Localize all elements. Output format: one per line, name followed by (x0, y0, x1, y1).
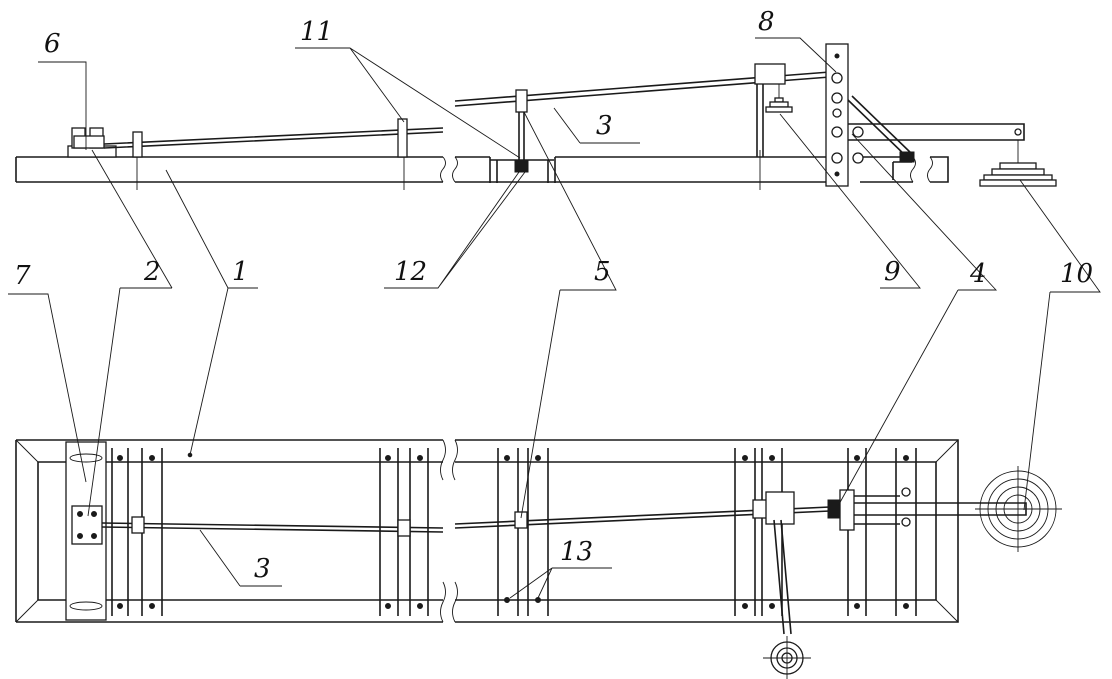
slider-post (756, 84, 764, 157)
frame-pulley (852, 126, 864, 138)
lever-pin (1014, 128, 1022, 136)
cross-member (847, 448, 917, 616)
rod-upper-left (103, 127, 444, 149)
clamp-bolt (77, 511, 83, 517)
angle-bracket (892, 161, 912, 180)
rod-clip (514, 511, 528, 529)
frame-pulley (831, 72, 843, 84)
pivot-rod (854, 495, 900, 525)
break-mark (452, 439, 458, 481)
rod-plan-left (101, 522, 444, 533)
break-mark (440, 156, 446, 183)
callout-6: 6 (44, 29, 61, 59)
callout-2: 2 (143, 257, 161, 287)
frame-pulley (831, 152, 843, 164)
break-mark (440, 439, 446, 481)
weight-plate (769, 101, 789, 108)
callout-12: 12 (394, 257, 427, 287)
callout-5: 5 (594, 257, 611, 287)
support-post-top (515, 89, 528, 113)
leader-lines (8, 37, 1101, 599)
frame-pulley (831, 126, 843, 138)
frame-pulley (852, 152, 864, 164)
center-cross (975, 466, 1062, 552)
side-arm (773, 519, 792, 635)
plate-hole (69, 453, 103, 463)
support-post (397, 118, 408, 158)
rod-clip (752, 499, 768, 519)
cross-member (734, 448, 783, 616)
callout-7: 7 (14, 261, 31, 291)
base-beam-left (15, 156, 443, 183)
callout-9: 9 (884, 257, 901, 287)
mounting-bolts (117, 452, 909, 609)
callout-11: 11 (300, 17, 333, 47)
callout-4: 4 (969, 259, 987, 289)
weight-stack (979, 179, 1057, 187)
support-post-shaft (518, 112, 525, 160)
lever-arm (848, 123, 1025, 141)
pivot-plate (839, 489, 855, 531)
pivot-block (827, 499, 841, 519)
break-mark (910, 156, 916, 183)
frame-corner (15, 439, 959, 623)
clamp-plate (71, 505, 103, 545)
frame-bolt (834, 171, 840, 177)
pivot-hole (901, 517, 911, 527)
callout-10: 10 (1060, 259, 1093, 289)
clamp-block (73, 135, 105, 149)
callout-3-bottom: 3 (254, 554, 271, 584)
frame-pulley (832, 108, 842, 118)
plate-hole (69, 601, 103, 611)
clamp-bolt (77, 533, 83, 539)
diagonal-brace (847, 95, 913, 159)
weight-stack (999, 162, 1037, 170)
break-mark (452, 581, 458, 623)
cross-member (497, 448, 549, 616)
callout-3-top: 3 (596, 111, 613, 141)
clamp-bolt (91, 533, 97, 539)
plan-view (15, 439, 1062, 679)
plan-frame-inner (37, 461, 937, 601)
frame-bolt (834, 53, 840, 59)
slider-block (754, 63, 786, 85)
break-mark (452, 156, 458, 183)
clamp-bolt (91, 511, 97, 517)
center-line (136, 150, 761, 190)
brace-foot (899, 151, 915, 163)
rod-clip (131, 516, 145, 534)
rod-clip (397, 519, 411, 537)
cross-member (111, 448, 163, 616)
support-post (132, 131, 143, 158)
callout-1: 1 (232, 257, 249, 287)
weight-stack (991, 168, 1045, 176)
callout-13: 13 (560, 537, 593, 567)
callouts: 6 11 8 3 7 2 1 12 5 9 4 10 3 13 (14, 7, 1093, 584)
weight-plate (765, 106, 793, 113)
support-nut (514, 159, 529, 173)
break-mark (440, 581, 446, 623)
callout-8: 8 (758, 7, 775, 37)
weight-stack (983, 174, 1053, 181)
slider-block-plan (765, 491, 795, 525)
frame-pulley (831, 92, 843, 104)
plan-frame-outer (15, 439, 959, 623)
center-cross (763, 636, 811, 679)
pivot-hole (901, 487, 911, 497)
break-mark (927, 156, 933, 183)
side-view (15, 43, 1057, 190)
